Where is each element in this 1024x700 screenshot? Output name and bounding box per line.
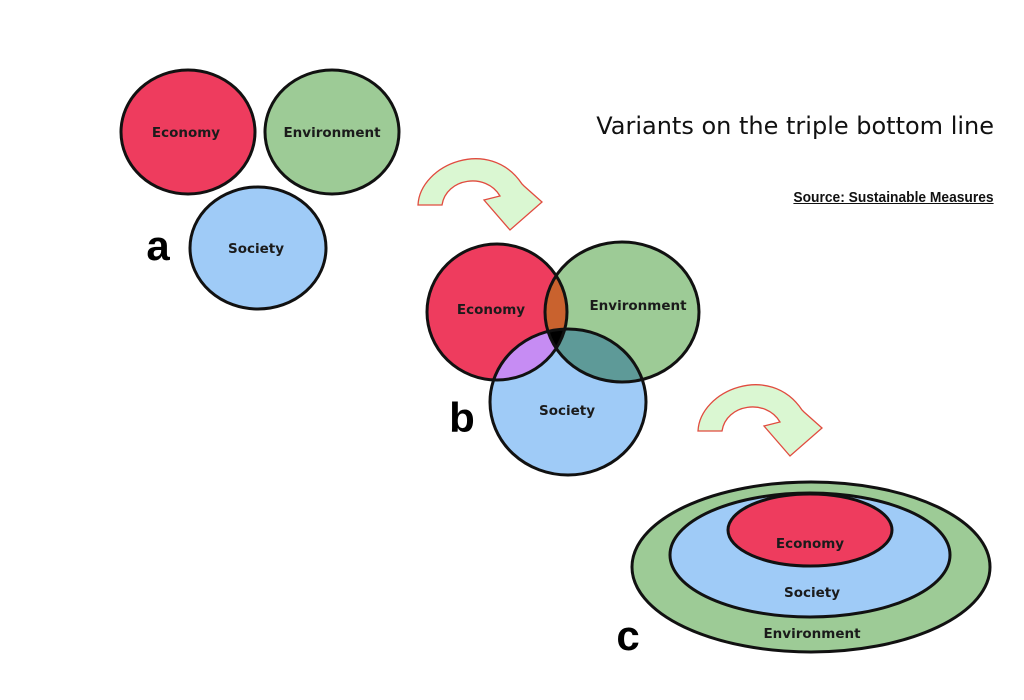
environment-label: Environment xyxy=(763,626,861,642)
panel-letter-c: c xyxy=(616,612,639,659)
environment-label: Environment xyxy=(589,298,687,314)
society-label: Society xyxy=(228,241,284,257)
environment-society-overlap xyxy=(545,329,646,382)
economy-society-overlap xyxy=(490,329,567,380)
environment-circle xyxy=(263,68,401,196)
society-outline xyxy=(488,327,648,477)
economy-label: Economy xyxy=(152,125,220,141)
economy-outline xyxy=(425,242,569,382)
society-label: Society xyxy=(539,403,595,419)
economy-ellipse xyxy=(726,492,894,568)
environment-outline xyxy=(543,240,701,384)
source-link[interactable]: Source: Sustainable Measures xyxy=(793,189,994,206)
environment-label: Environment xyxy=(283,125,381,141)
society-label: Society xyxy=(784,585,840,601)
curved-arrow-icon xyxy=(697,384,823,457)
curved-arrow-icon xyxy=(417,158,543,231)
panel-a: Economy Environment Society a xyxy=(119,68,401,311)
panel-letter-b: b xyxy=(449,394,475,441)
economy-label: Economy xyxy=(776,536,844,552)
society-circle xyxy=(188,185,328,311)
economy-circle xyxy=(119,68,257,196)
panel-b: Economy Environment Society b xyxy=(425,240,701,477)
panel-letter-a: a xyxy=(146,222,170,269)
slide-title: Variants on the triple bottom line xyxy=(596,112,994,140)
panel-c: Economy Society Environment c xyxy=(616,480,992,659)
economy-label: Economy xyxy=(457,302,525,318)
